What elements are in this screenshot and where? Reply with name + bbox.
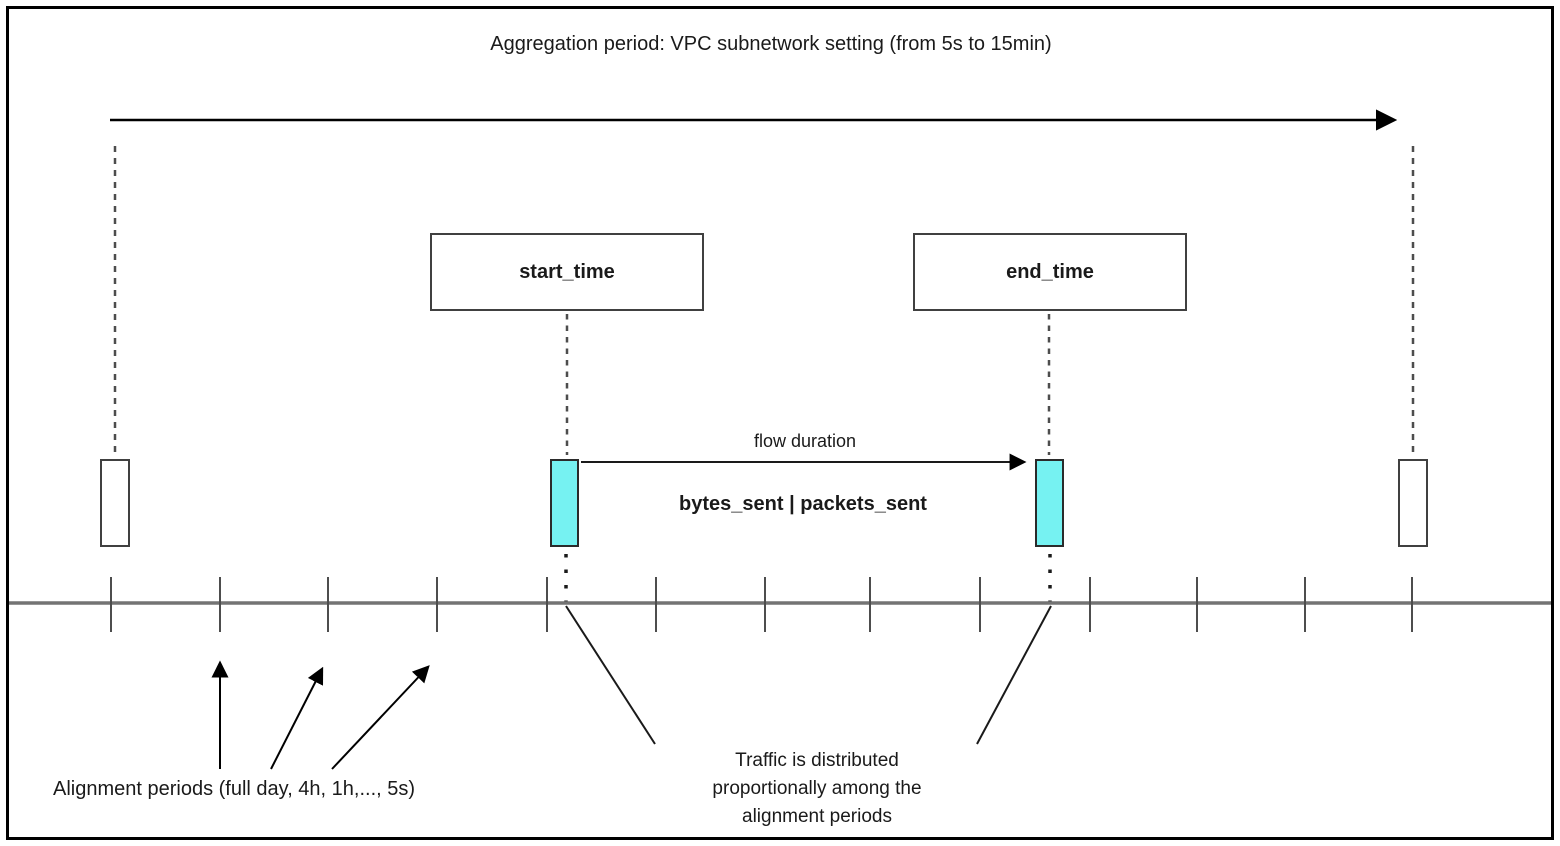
end-time-box: end_time	[913, 233, 1187, 311]
alignment-arrow-2	[270, 666, 324, 770]
alignment-arrow-3	[331, 665, 430, 770]
end-time-label: end_time	[1006, 260, 1094, 283]
diagram-border	[6, 6, 1554, 840]
traffic-callout-line-right	[976, 605, 1052, 745]
alignment-periods-label: Alignment periods (full day, 4h, 1h,...,…	[53, 778, 416, 800]
axis-ticks	[110, 577, 1413, 632]
start-time-label: start_time	[519, 260, 615, 283]
aggregation-start-marker	[100, 459, 130, 547]
metrics-label: bytes_sent | packets_sent	[679, 493, 927, 515]
aggregation-end-marker	[1398, 459, 1428, 547]
start-time-box: start_time	[430, 233, 704, 311]
traffic-callout-line-left	[565, 605, 656, 745]
flow-start-marker	[550, 459, 579, 547]
flow-end-marker	[1035, 459, 1064, 547]
diagram-title: Aggregation period: VPC subnetwork setti…	[490, 33, 1052, 55]
traffic-distribution-note: Traffic is distributed proportionally am…	[712, 750, 922, 827]
flow-duration-label: flow duration	[753, 431, 857, 451]
